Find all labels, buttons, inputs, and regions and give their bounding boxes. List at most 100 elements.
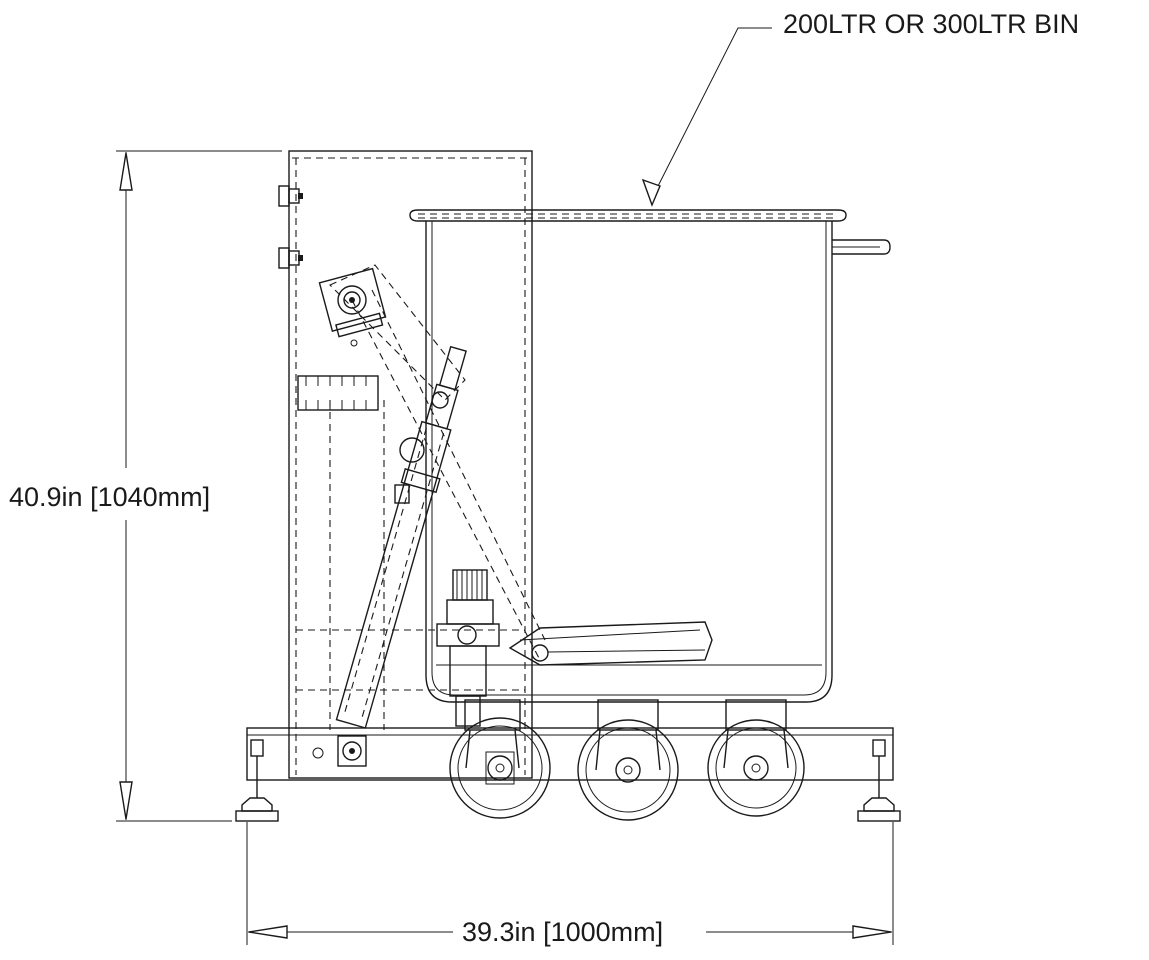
caster-rear-wheel-inner bbox=[715, 727, 797, 809]
width-arrow-left bbox=[248, 925, 288, 939]
caster-front-wheel bbox=[449, 717, 551, 819]
slotted-bracket bbox=[297, 375, 379, 411]
caster-middle-fork-left bbox=[595, 729, 601, 771]
slotted-bracket-plate bbox=[297, 375, 379, 411]
bin-callout-leader bbox=[651, 27, 772, 199]
actuator-clamp bbox=[394, 484, 410, 504]
foot-left-pad bbox=[235, 810, 279, 822]
caster-rear-axle bbox=[751, 763, 761, 773]
upper-pivot-bearing bbox=[337, 285, 367, 315]
foot-left-nut bbox=[250, 739, 264, 757]
foot-left-pad-top bbox=[241, 797, 273, 812]
button-lower-tip bbox=[298, 255, 303, 261]
swing-arm-hidden-edge bbox=[371, 289, 546, 641]
caster-front bbox=[449, 699, 551, 819]
control-button-upper bbox=[278, 185, 303, 207]
drive-motor bbox=[436, 569, 500, 727]
caster-rear-fork-left bbox=[723, 729, 729, 769]
height-arrow-top bbox=[119, 152, 133, 191]
motor-body bbox=[446, 599, 494, 625]
caster-rear bbox=[707, 699, 805, 817]
caster-middle-axle bbox=[623, 765, 633, 775]
slotted-bracket-bottom-slots bbox=[305, 400, 367, 410]
foot-right-nut bbox=[872, 739, 886, 757]
bin-lift-pocket bbox=[508, 621, 713, 666]
motor-mount-column bbox=[449, 645, 487, 697]
caster-front-brake bbox=[485, 751, 515, 785]
upper-pivot-block bbox=[318, 267, 387, 338]
base-frame bbox=[246, 727, 894, 781]
bin-rim bbox=[409, 209, 847, 222]
caster-rear-wheel bbox=[707, 719, 805, 817]
caster-middle bbox=[577, 699, 679, 821]
button-lower-housing bbox=[278, 247, 290, 269]
linear-actuator bbox=[335, 345, 467, 729]
motor-gearbox bbox=[436, 623, 500, 647]
swing-arm-hidden-outline bbox=[329, 264, 466, 401]
height-dimension: 40.9in [1040mm] bbox=[9, 150, 282, 822]
caster-middle-fork-right bbox=[655, 729, 661, 771]
caster-front-fork-left bbox=[465, 729, 471, 769]
base-frame-bolt bbox=[312, 747, 324, 759]
button-lower-cap bbox=[288, 250, 300, 266]
slotted-bracket-top-slots bbox=[305, 376, 367, 386]
foot-right-pad bbox=[857, 810, 901, 822]
bin-body bbox=[425, 221, 833, 703]
actuator-rod-end bbox=[438, 345, 467, 391]
actuator-rod bbox=[424, 383, 459, 430]
button-upper-cap bbox=[288, 188, 300, 204]
bin-lift-pocket-line-2 bbox=[547, 649, 706, 653]
actuator-bottom-pin bbox=[349, 748, 355, 754]
button-upper-tip bbox=[298, 193, 303, 199]
leveling-foot-right bbox=[857, 739, 901, 822]
actuator-hidden-bore-b bbox=[360, 432, 445, 722]
width-dimension-label: 39.3in [1000mm] bbox=[462, 917, 663, 947]
column-outline bbox=[288, 150, 533, 779]
caster-front-fork-top bbox=[464, 699, 521, 731]
motor-mount-foot bbox=[455, 695, 481, 727]
caster-front-hub bbox=[487, 755, 513, 781]
width-arrow-right bbox=[852, 925, 892, 939]
caster-front-axle bbox=[495, 763, 505, 773]
actuator-bottom-mount bbox=[337, 735, 367, 767]
button-upper-housing bbox=[278, 185, 290, 207]
motor-output-flange bbox=[457, 625, 477, 645]
bin-callout-label: 200LTR OR 300LTR BIN bbox=[783, 9, 1079, 39]
actuator-bottom-pivot bbox=[342, 741, 362, 761]
bin-handle bbox=[832, 239, 891, 255]
lifter-column bbox=[278, 150, 533, 779]
foot-right-pad-top bbox=[863, 797, 895, 812]
caster-middle-fork-top bbox=[597, 699, 659, 731]
upper-pivot-bearing-inner bbox=[343, 291, 361, 309]
motor-fan-fins bbox=[456, 570, 483, 600]
caster-front-fork-right bbox=[514, 729, 520, 769]
lift-arm-assembly bbox=[318, 264, 546, 767]
swing-arm-hidden-centerline bbox=[351, 299, 541, 661]
bin-lift-pocket-pin bbox=[531, 644, 549, 662]
upper-pivot-base bbox=[335, 312, 384, 338]
width-dimension: 39.3in [1000mm] bbox=[246, 822, 894, 947]
upper-pivot-fastener bbox=[350, 339, 358, 347]
bin-callout-arrowhead bbox=[641, 178, 661, 207]
caster-middle-wheel-inner bbox=[585, 727, 671, 813]
bin-callout: 200LTR OR 300LTR BIN bbox=[641, 9, 1079, 207]
actuator-collar bbox=[400, 468, 441, 494]
caster-rear-fork-right bbox=[783, 729, 789, 769]
caster-rear-hub bbox=[743, 755, 769, 781]
height-arrow-bottom bbox=[119, 781, 133, 820]
actuator-mid-joint bbox=[399, 437, 425, 463]
caster-middle-wheel bbox=[577, 719, 679, 821]
upper-pivot-housing bbox=[318, 267, 387, 332]
base-frame-rail bbox=[246, 727, 894, 781]
leveling-foot-left bbox=[235, 739, 279, 822]
caster-front-wheel-inner bbox=[457, 725, 543, 811]
wheeled-bin bbox=[409, 209, 891, 703]
height-dimension-label: 40.9in [1040mm] bbox=[9, 482, 210, 512]
actuator-hidden-bore-a bbox=[343, 427, 427, 717]
caster-middle-hub bbox=[615, 757, 641, 783]
caster-rear-fork-top bbox=[725, 699, 787, 731]
bin-lift-pocket-line bbox=[519, 629, 701, 641]
bin-body-inner bbox=[431, 221, 827, 696]
control-button-lower bbox=[278, 247, 303, 269]
